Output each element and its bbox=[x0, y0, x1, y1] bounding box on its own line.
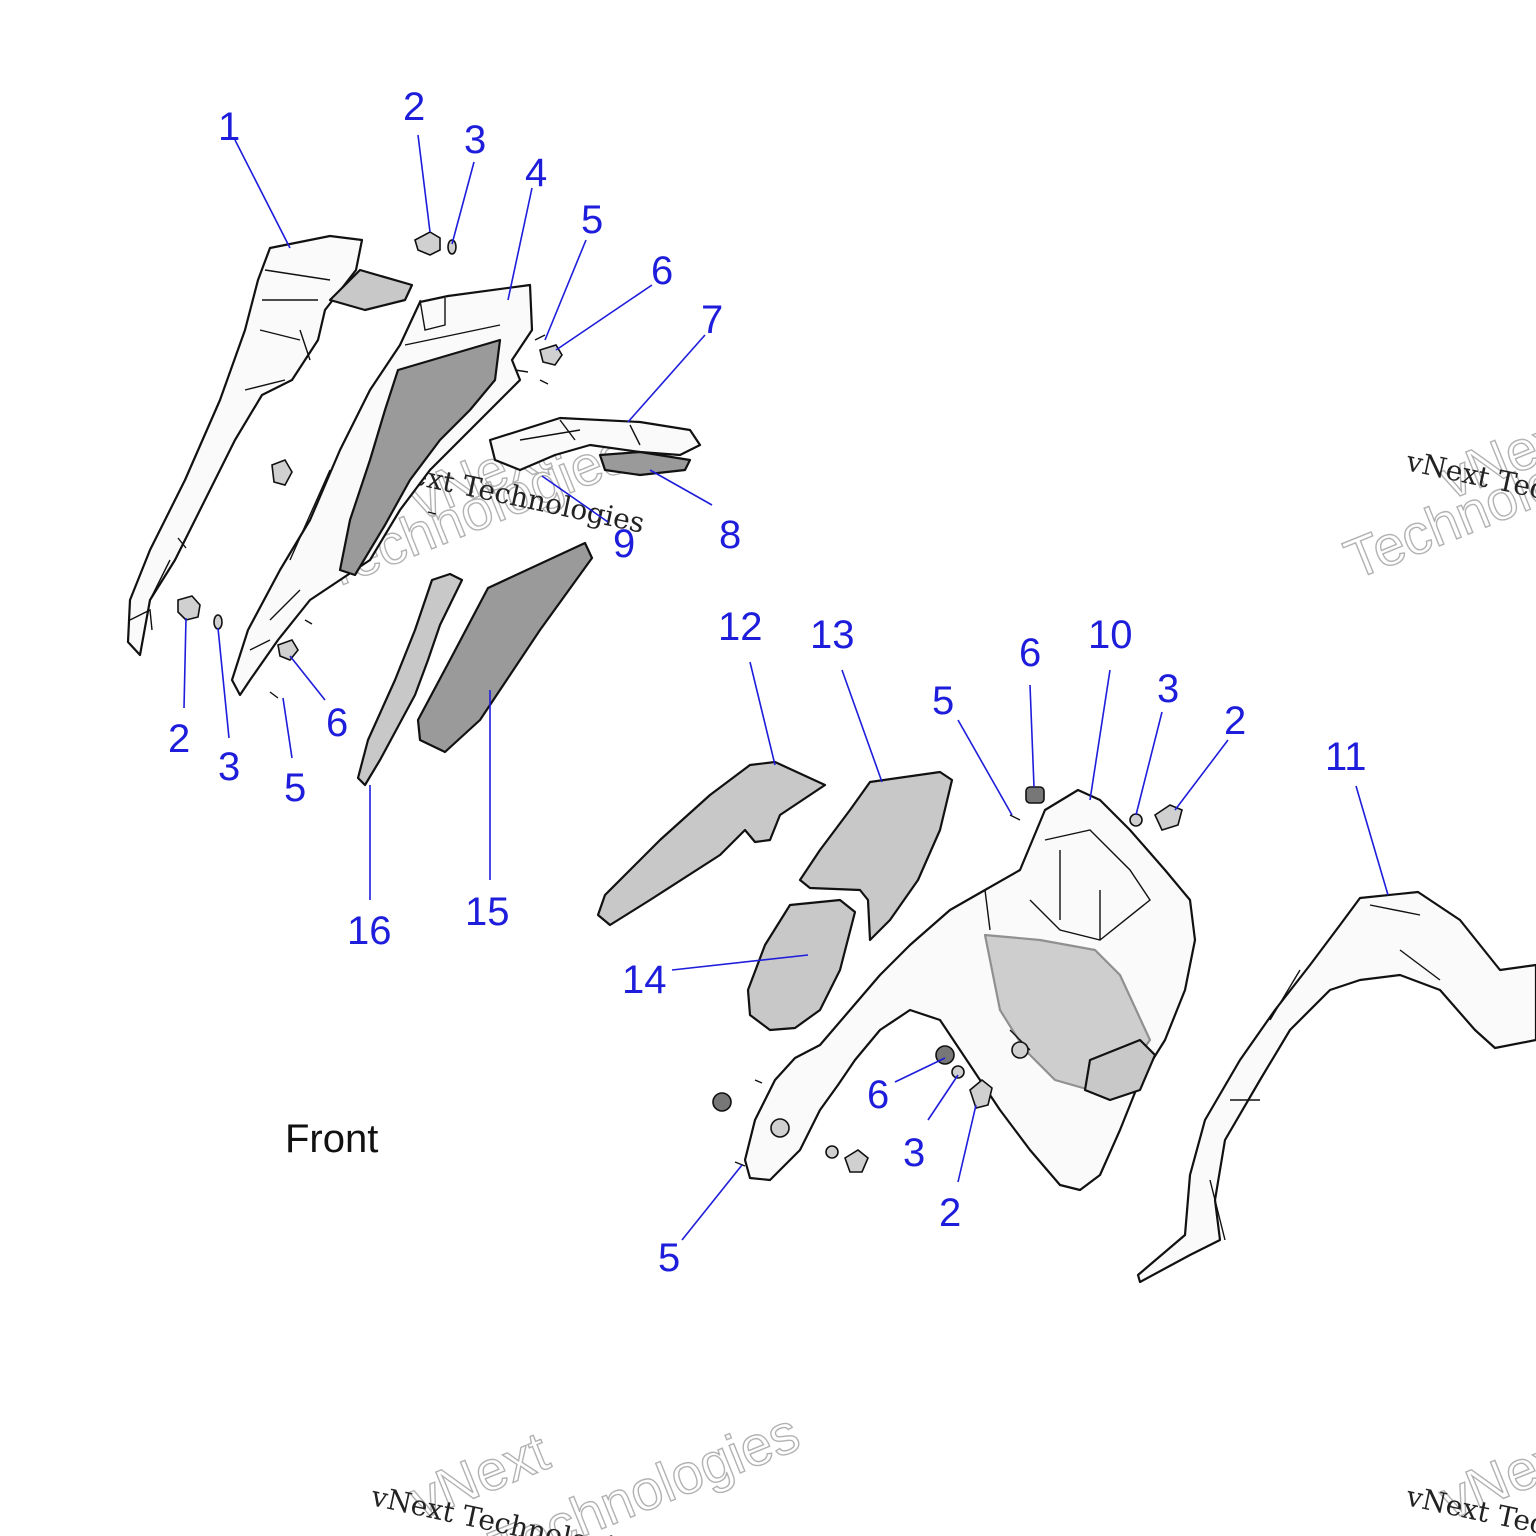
part-left-insert-panel bbox=[416, 541, 594, 754]
callout-7: 7 bbox=[701, 298, 723, 342]
callout-6: 6 bbox=[1019, 631, 1041, 675]
watermark-bottom-center: Technologies vNext vNext Technologies bbox=[368, 1400, 809, 1536]
callout-5: 5 bbox=[581, 198, 603, 242]
leader-lines bbox=[183, 134, 1389, 1241]
callout-6: 6 bbox=[326, 701, 348, 745]
hardware-left-group bbox=[177, 231, 563, 699]
callout-5: 5 bbox=[658, 1236, 680, 1280]
front-orientation-label: Front bbox=[285, 1117, 378, 1161]
callout-2: 2 bbox=[168, 717, 190, 761]
callout-13: 13 bbox=[810, 613, 855, 657]
callout-10: 10 bbox=[1088, 613, 1133, 657]
part-right-upper-insert bbox=[798, 770, 954, 942]
callout-6: 6 bbox=[867, 1073, 889, 1117]
part-left-inner-panel bbox=[230, 283, 534, 697]
callout-8: 8 bbox=[719, 513, 741, 557]
callout-numbers: 1 2 3 4 5 6 7 8 9 2 3 5 6 16 15 12 13 5 … bbox=[168, 85, 1367, 1280]
callout-12: 12 bbox=[718, 605, 763, 649]
watermark-bottom-right: vNext vNext Technologies bbox=[1403, 1418, 1536, 1536]
part-right-side-panel bbox=[1136, 890, 1536, 1284]
callout-2: 2 bbox=[403, 85, 425, 129]
callout-14: 14 bbox=[622, 958, 667, 1002]
callout-3: 3 bbox=[218, 745, 240, 789]
callout-5: 5 bbox=[932, 679, 954, 723]
watermark-top-right: Technologies vNext vNext Technologies bbox=[1335, 398, 1536, 592]
hardware-right-group bbox=[712, 786, 1183, 1173]
callout-3: 3 bbox=[464, 118, 486, 162]
callout-2: 2 bbox=[1224, 699, 1246, 743]
callout-5: 5 bbox=[284, 766, 306, 810]
callout-4: 4 bbox=[525, 151, 547, 195]
callout-3: 3 bbox=[1157, 667, 1179, 711]
callout-1: 1 bbox=[218, 105, 240, 149]
part-right-lower-insert bbox=[746, 898, 857, 1032]
callout-15: 15 bbox=[465, 890, 510, 934]
callout-9: 9 bbox=[613, 522, 635, 566]
callout-2: 2 bbox=[939, 1191, 961, 1235]
callout-16: 16 bbox=[347, 909, 392, 953]
callout-3: 3 bbox=[903, 1131, 925, 1175]
callout-6: 6 bbox=[651, 249, 673, 293]
part-right-trim-strip bbox=[596, 760, 827, 927]
part-left-trim-strip bbox=[356, 572, 464, 787]
part-right-inner-panel bbox=[743, 788, 1197, 1192]
callout-11: 11 bbox=[1325, 735, 1367, 779]
part-upper-trim bbox=[488, 416, 702, 477]
part-left-side-panel bbox=[126, 234, 414, 657]
